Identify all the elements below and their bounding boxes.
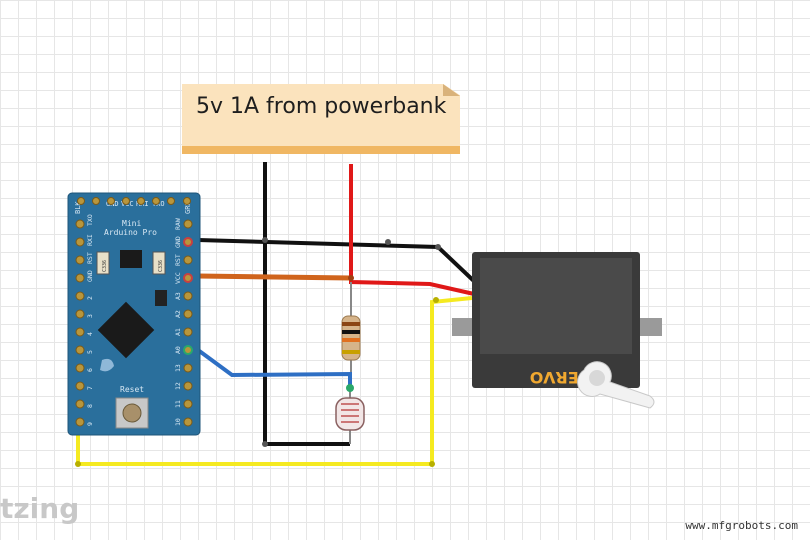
right-pin-label: 10	[174, 418, 182, 426]
servo-top-face	[480, 258, 632, 354]
left-pin-label: RST	[86, 252, 94, 264]
logo-icon	[100, 358, 114, 372]
left-pin-label: 2	[86, 296, 94, 300]
right-pin-label: RST	[174, 254, 182, 266]
right-pin-label: A3	[174, 292, 182, 300]
arduino-pro-mini[interactable]: BLK GND VCC RXI TXO GRN Mini Arduino Pro	[67, 192, 201, 436]
right-pin-label: 12	[174, 382, 182, 390]
left-pin-label: 9	[86, 422, 94, 426]
wires	[75, 162, 478, 467]
junction-dot	[435, 244, 441, 250]
reset-label: Reset	[120, 385, 144, 394]
wire-orange-vcc[interactable]	[197, 273, 352, 281]
voltage-regulator	[120, 250, 142, 268]
left-pin-label: RXI	[86, 234, 94, 246]
right-pin-label: RAW	[174, 218, 182, 230]
left-pin-label: 8	[86, 404, 94, 408]
right-pin-label: GND	[174, 236, 182, 248]
left-pin-label: 6	[86, 368, 94, 372]
left-pin-label: 7	[86, 386, 94, 390]
top-pin-label: GRN	[184, 201, 192, 214]
capacitor-2	[152, 251, 166, 275]
power-note-text: 5v 1A from powerbank	[196, 94, 447, 119]
board-name-line2: Arduino Pro	[104, 228, 157, 237]
board-name-line1: Mini	[122, 219, 141, 228]
junction-dot	[429, 461, 435, 467]
pin-header-right	[183, 219, 193, 427]
capacitor-1	[96, 251, 110, 275]
servo[interactable]: SERVO	[452, 252, 662, 409]
left-pin-label: 3	[86, 314, 94, 318]
top-pin-label: BLK	[74, 201, 82, 214]
servo-horn-hub	[589, 370, 605, 386]
right-pin-label: A1	[174, 328, 182, 336]
capacitor-1-label: C336	[102, 260, 108, 272]
right-pin-label: A2	[174, 310, 182, 318]
resistor[interactable]	[341, 282, 361, 372]
right-pin-label: VCC	[174, 272, 182, 284]
photoresistor[interactable]	[335, 384, 365, 444]
wire-black-bus[interactable]	[263, 162, 350, 446]
junction-dot	[348, 275, 354, 281]
junction-dot	[75, 461, 81, 467]
right-pin-label: 13	[174, 364, 182, 372]
right-pin-label: 11	[174, 400, 182, 408]
junction-dot	[262, 237, 268, 243]
app-brand-logo: tzing	[0, 492, 80, 525]
power-note	[182, 84, 460, 154]
wire-blue-a0[interactable]	[196, 348, 352, 390]
crystal	[155, 290, 167, 306]
junction-dot	[385, 239, 391, 245]
right-pin-label: A0	[174, 346, 182, 354]
pin-header-left	[75, 219, 85, 427]
watermark: www.mfgrobots.com	[685, 519, 798, 532]
wire-red-supply[interactable]	[349, 164, 475, 296]
reset-button[interactable]	[122, 403, 142, 423]
left-pin-label: 4	[86, 332, 94, 336]
pin-header-top	[77, 197, 191, 205]
junction-dot	[262, 441, 268, 447]
capacitor-2-label: C336	[158, 260, 164, 272]
junction-dot	[433, 297, 439, 303]
left-pin-label: TXO	[86, 214, 94, 226]
left-pin-label: GND	[86, 270, 94, 282]
servo-label: SERVO	[530, 368, 590, 387]
left-pin-label: 5	[86, 350, 94, 354]
